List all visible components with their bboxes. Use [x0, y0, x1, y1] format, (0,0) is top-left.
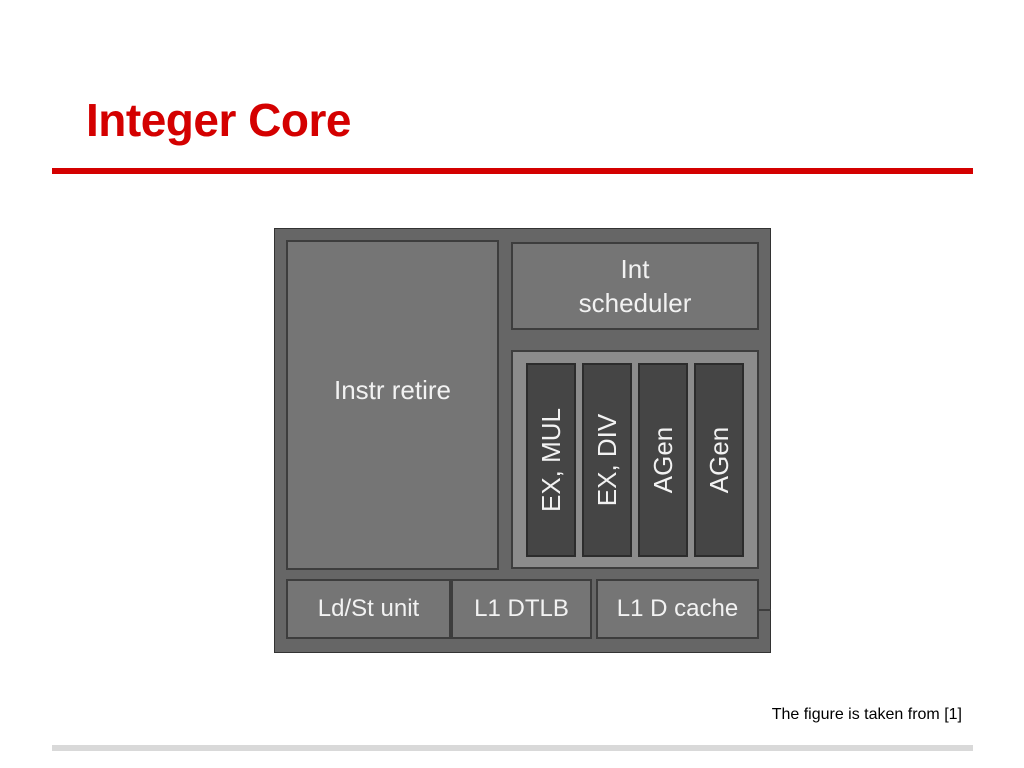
integer-core-diagram: Instr retire Int scheduler EX, MUL EX, D… [274, 228, 771, 653]
int-scheduler-label: Int scheduler [579, 252, 692, 320]
int-scheduler-label-line2: scheduler [578, 288, 692, 318]
figure-caption: The figure is taken from [1] [771, 706, 962, 723]
int-scheduler-block: Int scheduler [511, 242, 759, 330]
l1-dtlb-block: L1 DTLB [451, 579, 592, 639]
int-scheduler-label-line1: Int [620, 254, 650, 284]
title-rule [52, 168, 973, 174]
exec-unit-ex-mul: EX, MUL [526, 363, 576, 557]
d-cache-connector [759, 609, 771, 611]
l1-d-cache-label: L1 D cache [616, 595, 739, 622]
instr-retire-block: Instr retire [286, 240, 499, 570]
l1-dtlb-label: L1 DTLB [474, 595, 569, 622]
exec-unit-label: AGen [648, 426, 678, 494]
exec-unit-label: AGen [704, 426, 734, 494]
slide-title: Integer Core [86, 94, 351, 146]
footer-rule [52, 745, 973, 751]
ld-st-unit-label: Ld/St unit [317, 595, 420, 622]
exec-unit-agen-1: AGen [638, 363, 688, 557]
ld-st-unit-block: Ld/St unit [286, 579, 451, 639]
instr-retire-label: Instr retire [333, 375, 452, 405]
exec-unit-label: EX, DIV [592, 413, 622, 507]
exec-unit-ex-div: EX, DIV [582, 363, 632, 557]
execution-units-group: EX, MUL EX, DIV AGen AGen [511, 350, 759, 569]
exec-unit-label: EX, MUL [536, 407, 566, 513]
l1-d-cache-block: L1 D cache [596, 579, 759, 639]
exec-unit-agen-2: AGen [694, 363, 744, 557]
